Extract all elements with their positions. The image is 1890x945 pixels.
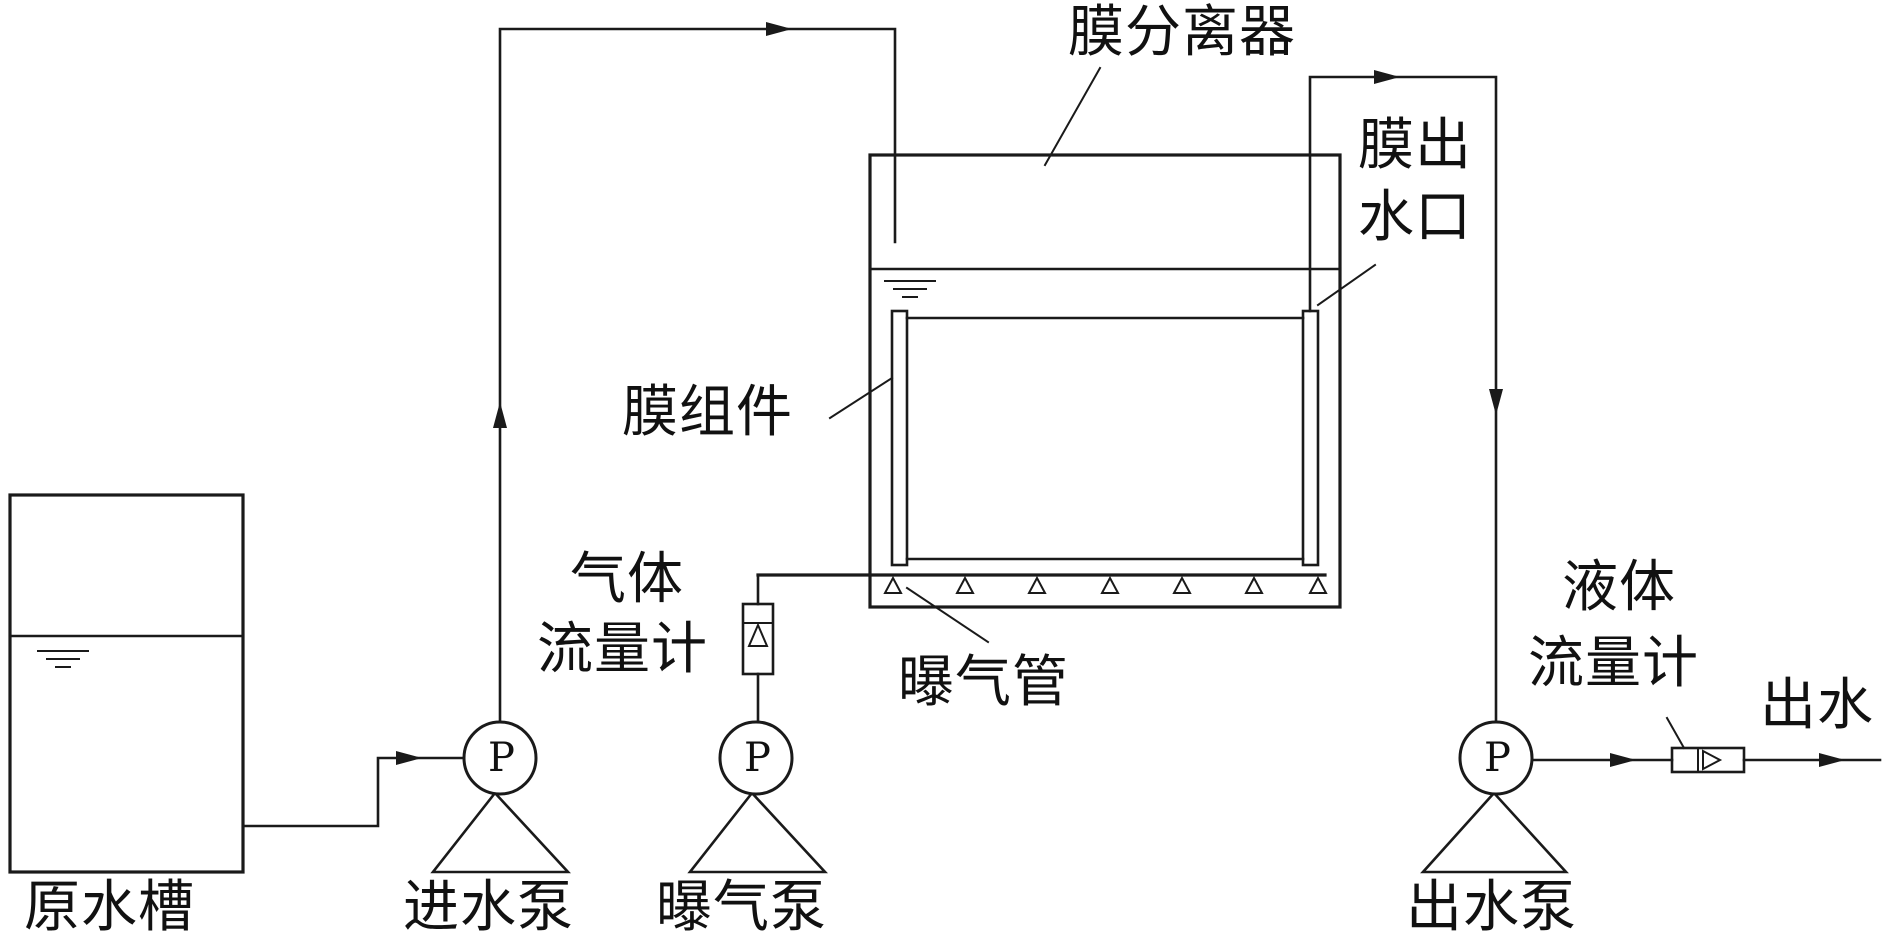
flow-arrow: [766, 22, 792, 36]
label-gas-flowmeter-1: 气体: [570, 547, 684, 612]
aeration-pump: [687, 720, 828, 874]
separator-leader-line: [1043, 66, 1102, 167]
label-inlet-pump: 进水泵: [403, 875, 574, 940]
liquid-flowmeter-leader: [1665, 716, 1686, 750]
liquid-flowmeter: [1665, 716, 1746, 774]
label-aeration-tube: 曝气管: [898, 650, 1069, 715]
flow-arrow: [1374, 70, 1400, 84]
flow-arrow: [493, 402, 507, 428]
label-aeration-pump: 曝气泵: [656, 875, 827, 940]
label-gas-flowmeter-2: 流量计: [537, 617, 708, 682]
raw-tank: [8, 493, 245, 874]
membrane-separator: [868, 66, 1342, 609]
gas-flowmeter: [741, 573, 775, 725]
flow-arrow: [1819, 753, 1845, 767]
pipe-inlet-pump-to-separator: [498, 27, 897, 724]
label-membrane-separator: 膜分离器: [1068, 0, 1296, 65]
flow-arrow: [1489, 389, 1503, 415]
water-level-icon: [37, 650, 89, 668]
label-membrane-outlet-2: 水口: [1358, 185, 1472, 250]
label-liquid-flowmeter-2: 流量计: [1528, 631, 1699, 696]
membrane-module: [828, 309, 1320, 567]
pump-symbol-outlet: P: [1484, 735, 1511, 781]
pump-symbol-aeration: P: [744, 735, 771, 781]
outlet-leader-line: [1316, 263, 1377, 307]
module-leader-line: [828, 376, 894, 420]
flow-arrow: [1610, 753, 1636, 767]
label-membrane-module: 膜组件: [622, 380, 793, 445]
separator-water-level-icon: [884, 280, 936, 298]
label-membrane-outlet-1: 膜出: [1358, 113, 1472, 178]
outlet-pump: [1420, 720, 1569, 874]
label-outlet-pump: 出水泵: [1406, 875, 1577, 940]
aeration-tube: [756, 573, 1328, 644]
aeration-leader-line: [905, 586, 990, 644]
pipe-tank-to-inlet-pump: [241, 756, 468, 828]
label-raw-tank: 原水槽: [24, 875, 195, 940]
inlet-pump: [430, 720, 571, 874]
flow-arrow: [396, 751, 422, 765]
label-effluent: 出水: [1760, 673, 1874, 738]
pump-symbol-inlet: P: [488, 735, 515, 781]
label-liquid-flowmeter-1: 液体: [1562, 555, 1676, 620]
